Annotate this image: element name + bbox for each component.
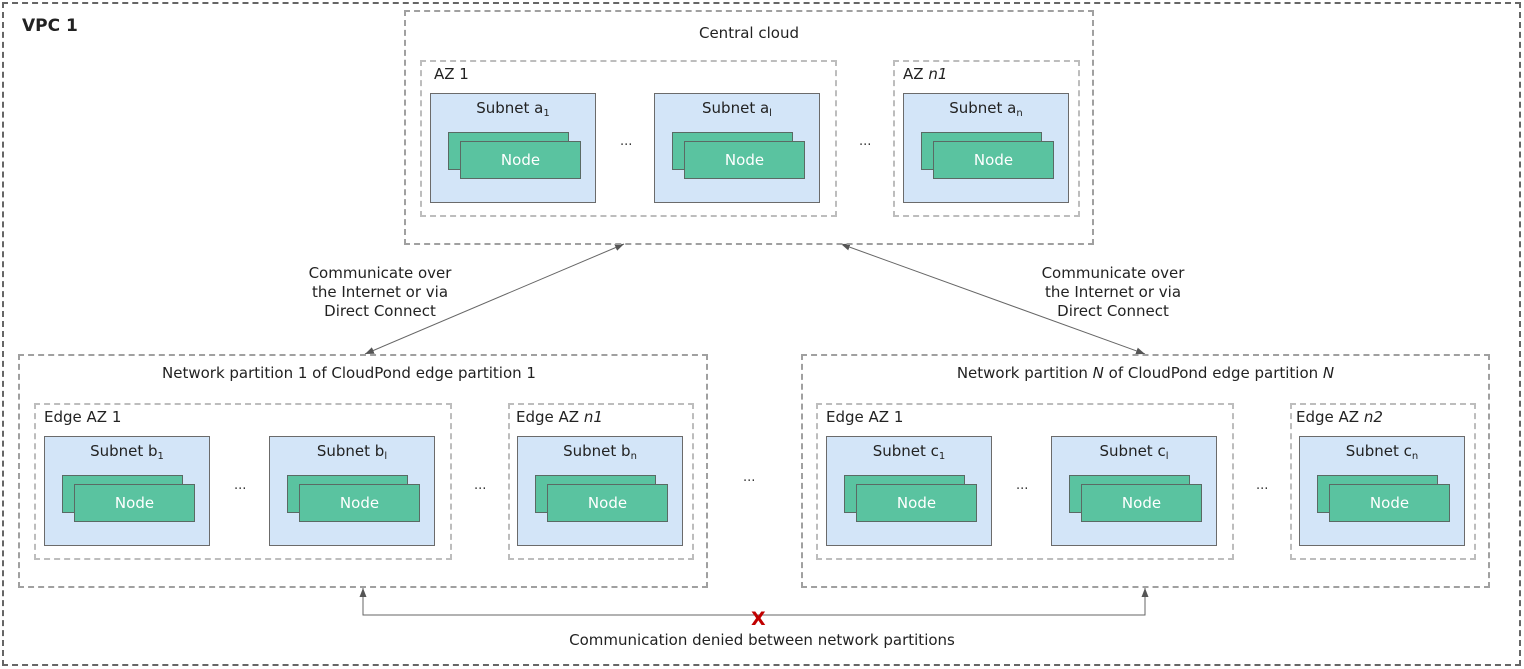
partition1-edge-azn1-title: Edge AZ n1 [516,408,603,426]
subnet-an: Subnet an Node [903,93,1069,203]
denied-mark: X [751,608,766,630]
subnet-b1-title: Subnet b1 [90,442,164,462]
denied-label: Communication denied between network par… [569,631,955,649]
central-ellipsis: ... [859,134,872,149]
link-right-line [840,243,1146,355]
node-box: Node [547,484,668,522]
node-box: Node [74,484,195,522]
node-box: Node [460,141,581,179]
partition1-az1-ellipsis: ... [234,478,247,493]
central-az1-ellipsis: ... [620,134,633,149]
node-box: Node [1329,484,1450,522]
link-left-label: Communicate over the Internet or via Dir… [308,264,452,320]
partition1-ellipsis: ... [474,478,487,493]
link-left-line [364,243,625,355]
subnet-al-title: Subnet al [702,99,772,119]
subnet-c1-title: Subnet c1 [872,442,946,462]
subnet-bn-title: Subnet bn [563,442,637,462]
node-box: Node [299,484,420,522]
partitionN-ellipsis: ... [1256,478,1269,493]
subnet-a1-title: Subnet a1 [476,99,550,119]
central-azn1 [893,60,1080,217]
central-cloud-title: Central cloud [698,24,799,42]
subnet-cl: Subnet cl Node [1051,436,1217,546]
subnet-bl-title: Subnet bl [316,442,388,462]
central-az1 [420,60,837,217]
subnet-bn: Subnet bn Node [517,436,683,546]
subnet-b1: Subnet b1 Node [44,436,210,546]
partitionN-edge-azn2-title: Edge AZ n2 [1296,408,1383,426]
vpc-title: VPC 1 [22,16,78,36]
denied-connector-line [359,588,1149,616]
partition1-title: Network partition 1 of CloudPond edge pa… [162,364,536,382]
subnet-bl: Subnet bl Node [269,436,435,546]
partition1-edge-azn1 [508,403,694,560]
node-box: Node [1081,484,1202,522]
partition1-region [18,354,708,588]
partitionN-edge-azn2 [1290,403,1476,560]
partitions-ellipsis: ... [743,470,756,485]
node-box: Node [684,141,805,179]
subnet-cn-title: Subnet cn [1345,442,1419,462]
partitionN-edge-az1 [816,403,1234,560]
partitionN-region [801,354,1490,588]
subnet-an-title: Subnet an [949,99,1023,119]
partitionN-title: Network partition N of CloudPond edge pa… [956,364,1335,382]
subnet-al: Subnet al Node [654,93,820,203]
central-azn1-title: AZ n1 [903,65,948,83]
partition1-edge-az1-title: Edge AZ 1 [44,408,122,426]
subnet-cn: Subnet cn Node [1299,436,1465,546]
partitionN-az1-ellipsis: ... [1016,478,1029,493]
partitionN-edge-az1-title: Edge AZ 1 [826,408,904,426]
central-az1-title: AZ 1 [434,65,469,83]
partition1-edge-az1 [34,403,452,560]
link-right-label: Communicate over the Internet or via Dir… [1041,264,1185,320]
central-cloud-region [404,10,1094,245]
subnet-cl-title: Subnet cl [1099,442,1169,462]
subnet-a1: Subnet a1 Node [430,93,596,203]
node-box: Node [856,484,977,522]
subnet-c1: Subnet c1 Node [826,436,992,546]
node-box: Node [933,141,1054,179]
